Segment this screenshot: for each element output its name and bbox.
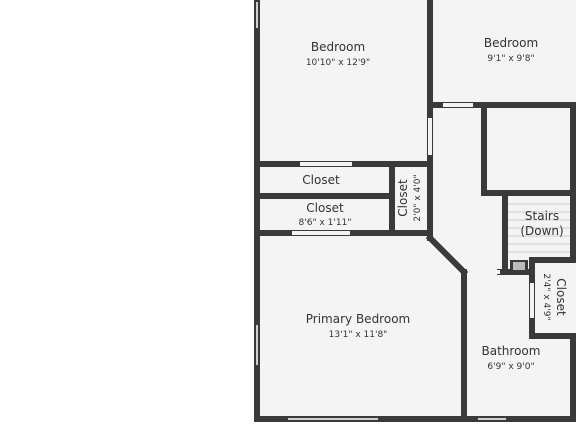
label-primary-bedroom: Primary Bedroom [306, 312, 410, 326]
openings [292, 103, 534, 318]
wall-diagonal [425, 233, 469, 277]
dims-bathroom: 6'9" x 9'0" [487, 362, 534, 372]
dims-closet-right: 2'4" x 4'9" [541, 273, 551, 320]
dims-bedroom-left: 10'10" x 12'9" [306, 58, 370, 68]
dims-primary-bedroom: 13'1" x 11'8" [329, 330, 388, 340]
label-stairs-2: (Down) [520, 224, 563, 238]
dims-closet-lower: 8'6" x 1'11" [299, 218, 352, 228]
label-stairs-1: Stairs [525, 209, 559, 223]
label-bedroom-right: Bedroom [484, 36, 538, 50]
floor-areas [257, 0, 576, 419]
dims-bedroom-right: 9'1" x 9'8" [487, 54, 534, 64]
label-closet-upper: Closet [302, 173, 340, 187]
stairs-treads [508, 203, 570, 253]
dims-closet-center: 2'0" x 4'0" [413, 174, 423, 221]
label-bedroom-left: Bedroom [311, 40, 365, 54]
floor-main [257, 0, 576, 419]
walls [254, 0, 576, 422]
label-bathroom: Bathroom [482, 344, 541, 358]
label-closet-center: Closet [396, 179, 410, 217]
label-closet-right: Closet [554, 278, 568, 316]
windows [256, 2, 506, 420]
room-labels: Bedroom 10'10" x 12'9" Bedroom 9'1" x 9'… [299, 36, 568, 372]
label-closet-lower: Closet [306, 201, 344, 215]
